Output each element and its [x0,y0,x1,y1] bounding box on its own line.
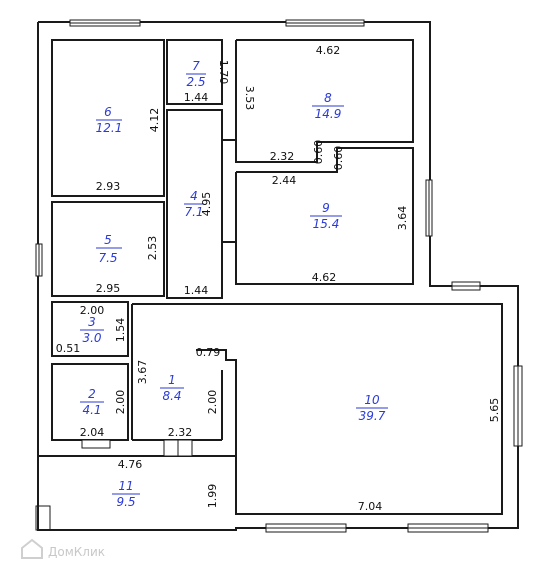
dim-label: 2.32 [270,150,295,163]
dim-label: 4.76 [118,458,143,471]
dim-label: 3.67 [136,360,149,385]
dim-label: 1.44 [184,91,209,104]
room-1-area: 8.4 [162,389,181,403]
dim-label: 1.44 [184,284,209,297]
dim-label: 2.04 [80,426,105,439]
room-9-area: 15.4 [313,217,340,231]
room-3-number: 3 [88,315,96,329]
room-7-number: 7 [192,59,200,73]
room-11-number: 11 [118,479,133,493]
room-4-number: 4 [190,189,198,203]
dim-label: 2.00 [206,390,219,415]
room-6-area: 12.1 [96,121,123,135]
dim-label: 2.00 [80,304,105,317]
dim-label: 2.93 [96,180,121,193]
dim-label: 4.95 [200,192,213,217]
dim-label: 3.64 [396,206,409,231]
room-7-area: 2.5 [186,75,205,89]
room-11-area: 9.5 [116,495,135,509]
room-10-area: 39.7 [359,409,386,423]
dim-label: 4.62 [316,44,341,57]
dim-label: 0.79 [196,346,221,359]
room-1-number: 1 [168,373,176,387]
dim-label: 0.60 [312,140,325,165]
dim-label: 2.95 [96,282,121,295]
dim-label: 0.60 [332,146,345,171]
room-3-area: 3.0 [82,331,101,345]
room-6-number: 6 [104,105,112,119]
dim-label: 2.00 [114,390,127,415]
watermark-logo: ДомКлик [21,538,105,559]
room-9-number: 9 [322,201,330,215]
dim-label: 3.53 [243,86,256,111]
interior-walls [38,39,503,515]
window [81,439,111,449]
dim-label: 1.99 [206,484,219,509]
dim-label: 1.54 [114,318,127,343]
room-5-number: 5 [104,233,112,247]
outer-walls [35,21,519,531]
room-10-number: 10 [364,393,380,407]
room-labels: 6 12.1 7 2.5 8 14.9 9 15.4 4 7.1 5 7.5 3… [80,59,388,509]
dim-label: 5.65 [488,398,501,423]
dim-label: 2.44 [272,174,297,187]
dim-label: 4.62 [312,271,337,284]
dim-label: 7.04 [358,500,383,513]
dim-label: 2.32 [168,426,193,439]
room-8-number: 8 [324,91,332,105]
dim-label: 2.53 [146,236,159,261]
watermark-text: ДомКлик [48,545,105,559]
room-5-area: 7.5 [98,251,117,265]
dim-label: 0.51 [56,342,81,355]
windows [35,19,523,533]
room-4-area: 7.1 [184,205,203,219]
dim-label: 4.12 [148,108,161,133]
dimension-labels: 4.62 1.70 1.44 3.53 4.12 2.93 2.32 0.60 … [56,44,501,513]
room-2-area: 4.1 [82,403,101,417]
room-2-number: 2 [88,387,96,401]
room-8-area: 14.9 [315,107,342,121]
dim-label: 1.70 [217,60,230,85]
